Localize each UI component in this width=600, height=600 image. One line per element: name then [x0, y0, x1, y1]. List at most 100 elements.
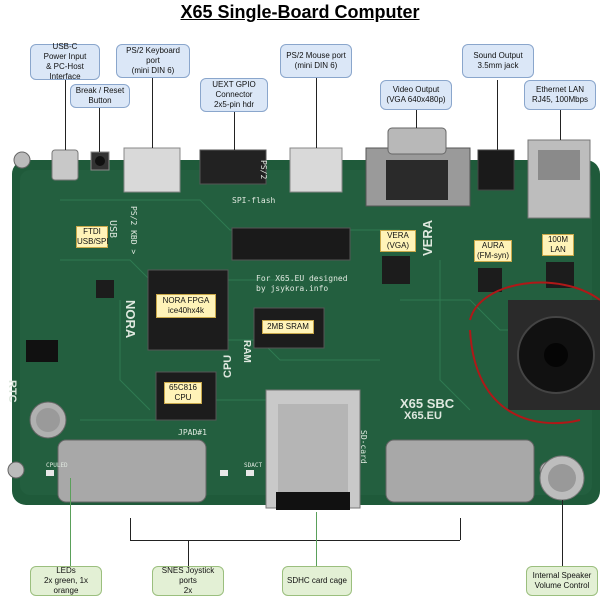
snes-port-right: [385, 439, 535, 503]
callout-usbc-line3: & PC-Host Interface: [46, 62, 84, 81]
led-3: [246, 470, 254, 476]
callout-sdhc: SDHC card cage: [282, 566, 352, 596]
callout-ethernet-line1: Ethernet LAN: [535, 85, 585, 94]
silk-jpad: JPAD#1: [178, 428, 207, 437]
chip-label-sram: 2MB SRAM: [262, 320, 314, 334]
silk-spiflash: SPI-flash: [232, 196, 276, 205]
callout-ps2kbd: PS/2 Keyboard port (mini DIN 6): [116, 44, 190, 78]
callout-snes: SNES Joystick ports 2x: [152, 566, 224, 596]
ps2-mouse-port: [289, 147, 343, 193]
callout-ethernet-line2: RJ45, 100Mbps: [531, 95, 589, 104]
leader-speaker: [562, 500, 563, 566]
callout-reset: Break / Reset Button: [70, 84, 130, 108]
chip-label-vera-line2: (VGA): [386, 241, 410, 250]
chip-label-cpu: 65C816 CPU: [164, 382, 202, 404]
chip-label-aura-line1: AURA: [481, 241, 505, 250]
callout-video-line2: (VGA 640x480p): [386, 95, 446, 104]
callout-ethernet: Ethernet LAN RJ45, 100Mbps: [524, 80, 596, 110]
silk-sbc: X65 SBC: [400, 396, 455, 411]
leader-snes-right: [460, 518, 461, 540]
ps2-keyboard-port: [123, 147, 181, 193]
silk-sdact: SDACT: [244, 462, 263, 469]
silk-site: X65.EU: [404, 410, 442, 422]
callout-uext-line1: UEXT GPIO: [212, 80, 256, 89]
callout-leds-line2: 2x green, 1x orange: [43, 576, 89, 595]
callout-leds-line1: LEDs: [56, 566, 76, 575]
callout-sound-line2: 3.5mm jack: [477, 61, 519, 70]
leader-usbc: [65, 80, 66, 150]
chip-label-cpu-line1: 65C816: [168, 383, 198, 392]
silk-ram: RAM: [241, 340, 252, 363]
audio-jack: [477, 149, 515, 191]
callout-reset-line1: Break / Reset: [75, 86, 125, 95]
callout-speaker: Internal Speaker Volume Control: [526, 566, 598, 596]
chip-label-vera: VERA (VGA): [380, 230, 416, 252]
chip-label-nora-line1: NORA FPGA: [162, 296, 210, 305]
dip-switch: [26, 340, 58, 362]
led-2: [220, 470, 228, 476]
callout-ps2kbd-line1: PS/2 Keyboard port: [126, 46, 180, 65]
callout-sound: Sound Output 3.5mm jack: [462, 44, 534, 78]
callout-snes-line2: 2x: [183, 586, 193, 595]
chip-label-vera-line1: VERA: [387, 231, 409, 240]
leader-ps2kbd: [152, 78, 153, 148]
led-1: [46, 470, 54, 476]
silk-rtc: RTC: [6, 380, 18, 403]
callout-sound-line1: Sound Output: [473, 51, 523, 60]
chip-label-lan: 100M LAN: [542, 234, 574, 256]
leader-sdhc: [316, 512, 317, 566]
callout-leds: LEDs 2x green, 1x orange: [30, 566, 102, 596]
leader-leds: [70, 478, 71, 566]
callout-usbc: USB-C Power Input & PC-Host Interface: [30, 42, 100, 81]
silk-usb: USB: [107, 220, 118, 239]
callout-video-line1: Video Output: [392, 85, 440, 94]
callout-uext-line2: Connector: [215, 90, 253, 99]
aura-chip: [478, 268, 502, 292]
silk-sdcard: SD-card: [359, 430, 368, 464]
callout-speaker-line1: Internal Speaker: [532, 571, 592, 580]
silk-nora: NORA: [123, 300, 138, 339]
chip-label-aura: AURA (FM-syn): [474, 240, 512, 262]
page-title: X65 Single-Board Computer: [180, 2, 420, 22]
chip-label-ftdi-line2: USB/SPI: [77, 237, 109, 246]
callout-speaker-line2: Volume Control: [534, 581, 590, 590]
callout-uext-line3: 2x5-pin hdr: [213, 100, 255, 109]
chip-label-ftdi: FTDI USB/SPI: [76, 226, 109, 248]
chip-label-cpu-line2: CPU: [174, 393, 192, 402]
leader-snes-center: [188, 540, 189, 566]
callout-ps2mouse-line1: PS/2 Mouse port: [286, 51, 346, 60]
silk-author: by jsykora.info: [256, 284, 329, 293]
leader-sound: [497, 80, 498, 150]
pin-header: [231, 227, 351, 261]
leader-ps2mouse: [316, 78, 317, 148]
callout-video: Video Output (VGA 640x480p): [380, 80, 452, 110]
silk-ps2kbd: PS/2 KBD >: [129, 206, 138, 255]
silk-ps2: PS/2: [259, 160, 268, 180]
chip-label-lan-line1: 100M: [547, 235, 568, 244]
callout-uext: UEXT GPIO Connector 2x5-pin hdr: [200, 78, 268, 112]
chip-label-nora: NORA FPGA ice40hx4k: [156, 294, 216, 318]
leader-ethernet: [560, 110, 561, 140]
chip-label-lan-line2: LAN: [550, 245, 566, 254]
callout-sdhc-line1: SDHC card cage: [286, 576, 348, 585]
callout-usbc-line2: Power Input: [43, 52, 87, 61]
leader-snes-left: [130, 518, 131, 540]
ftdi-chip: [96, 280, 114, 298]
uext-header: [199, 149, 267, 185]
silk-vera: VERA: [420, 219, 435, 256]
callout-usbc-line1: USB-C: [52, 42, 78, 51]
mount-hole-tl: [13, 151, 31, 169]
chip-label-sram-line1: 2MB SRAM: [267, 322, 309, 331]
chip-label-ftdi-line1: FTDI: [83, 227, 101, 236]
leader-uext: [234, 112, 235, 150]
silk-cpuled: CPULED: [46, 462, 68, 469]
silk-designed: For X65.EU designed: [256, 274, 348, 283]
callout-reset-line2: Button: [88, 96, 112, 105]
chip-label-nora-line2: ice40hx4k: [167, 306, 205, 315]
speaker-wire: [469, 281, 600, 425]
callout-snes-line1: SNES Joystick ports: [161, 566, 215, 585]
leader-reset: [99, 108, 100, 152]
chip-label-aura-line2: (FM-syn): [477, 251, 509, 260]
callout-ps2mouse: PS/2 Mouse port (mini DIN 6): [280, 44, 352, 78]
leader-video: [416, 110, 417, 128]
